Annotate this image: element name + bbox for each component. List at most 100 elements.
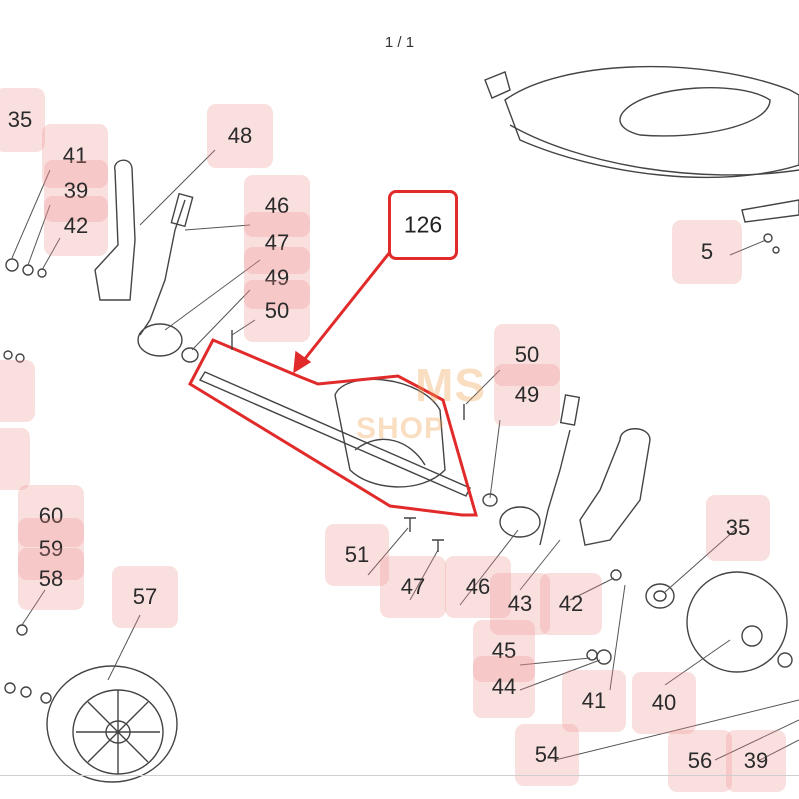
leader-44 xyxy=(519,659,601,691)
watermark-logo: MS xyxy=(415,359,486,411)
part-callout: 47 xyxy=(244,212,310,274)
left-lever-arm xyxy=(139,199,186,336)
leader-42-left xyxy=(41,237,61,271)
cover-plate-inner xyxy=(619,87,771,137)
watermark-logo-line2: SHOP xyxy=(356,412,446,445)
leader-41-left xyxy=(11,169,51,259)
screw-5 xyxy=(763,233,773,243)
part-callout: 41 xyxy=(562,670,626,732)
left-nut-4 xyxy=(3,350,13,360)
left-lever-grip xyxy=(170,192,194,228)
part-callout: 40 xyxy=(632,672,696,734)
gearbox-detail xyxy=(354,438,426,466)
part-callout: 54 xyxy=(515,724,579,786)
leader-46-right xyxy=(459,529,519,606)
leader-58 xyxy=(21,589,46,626)
cover-plate-edge xyxy=(509,124,799,176)
leader-41-right xyxy=(609,584,626,691)
leader-5 xyxy=(729,239,767,256)
part-callout: 43 xyxy=(490,573,550,635)
washer-44 xyxy=(586,649,598,661)
right-lever-grip xyxy=(559,394,581,426)
nut-bottom-1 xyxy=(4,682,16,694)
pointer-arrow-line xyxy=(298,251,392,366)
leader-48 xyxy=(139,149,216,226)
left-handle-lever xyxy=(94,159,136,301)
highlight-outline xyxy=(188,338,478,517)
left-nut-3 xyxy=(37,268,47,278)
drive-shaft xyxy=(198,371,471,497)
part-callout: 49 xyxy=(494,364,560,426)
part-callout: 42 xyxy=(44,196,108,256)
left-nut-5 xyxy=(15,353,25,363)
left-nut-1 xyxy=(5,258,19,272)
leader-57 xyxy=(107,614,141,681)
bearing-35-inner xyxy=(653,590,667,602)
part-callout: 45 xyxy=(473,620,535,682)
leader-50-left xyxy=(231,319,256,336)
leader-43 xyxy=(519,539,561,591)
leader-54 xyxy=(554,699,799,761)
cover-bracket xyxy=(741,199,799,223)
leader-49-right xyxy=(489,419,501,499)
part-callout: 60 xyxy=(18,485,84,547)
left-nut-2 xyxy=(22,264,34,276)
part-callout: 39 xyxy=(44,160,108,222)
part-callout: 51 xyxy=(325,524,389,586)
part-callout-partial xyxy=(0,360,35,422)
right-washer xyxy=(499,506,541,538)
part-callout: 41 xyxy=(42,124,108,188)
leader-51 xyxy=(367,527,409,576)
part-callout: 59 xyxy=(18,518,84,580)
part-callout: 48 xyxy=(207,104,273,168)
leader-35-right xyxy=(664,529,736,593)
part-callout: 44 xyxy=(473,656,535,718)
leader-47-right xyxy=(409,549,439,601)
leader-46-left xyxy=(184,224,251,231)
highlighted-part-number: 126 xyxy=(403,211,443,238)
part-callout: 5 xyxy=(672,220,742,284)
right-washer-small xyxy=(482,493,498,507)
part-callout: 57 xyxy=(112,566,178,628)
left-washer xyxy=(137,323,183,357)
right-handle-lever xyxy=(579,428,651,546)
screw-5b xyxy=(772,246,780,254)
part-callout: 50 xyxy=(244,280,310,342)
hub-cap-disc xyxy=(686,571,788,673)
leader-47-left xyxy=(164,259,261,331)
part-callout: 47 xyxy=(380,556,446,618)
part-callout: 35 xyxy=(706,495,770,561)
bearing-35 xyxy=(645,583,675,609)
part-callout: 42 xyxy=(540,573,602,635)
left-wheel-tire xyxy=(46,665,178,783)
leader-39-left xyxy=(27,204,51,266)
pointer-arrow-head xyxy=(293,350,312,374)
hub-cap-hole xyxy=(777,652,793,668)
part-callout: 39 xyxy=(726,730,786,792)
hub-cap-center xyxy=(741,625,763,647)
right-lever-arm xyxy=(539,429,571,546)
nut-bottom-2 xyxy=(20,686,32,698)
nut-bottom-3 xyxy=(40,692,52,704)
cover-clip xyxy=(484,71,511,99)
part-callout: 46 xyxy=(445,556,511,618)
left-wheel-spokes xyxy=(76,690,160,774)
screw-58 xyxy=(16,624,28,636)
leader-50-right xyxy=(465,369,501,405)
highlighted-part-callout: 126 xyxy=(388,190,458,260)
leader-42-right xyxy=(569,577,615,601)
leader-45 xyxy=(519,657,591,666)
screw-51 xyxy=(404,517,416,532)
part-callout: 49 xyxy=(244,247,310,309)
cover-plate xyxy=(504,65,799,179)
part-callout: 46 xyxy=(244,175,310,237)
leader-40 xyxy=(664,639,731,686)
part-callout: 50 xyxy=(494,324,560,386)
leader-56 xyxy=(714,719,799,761)
part-callout-partial xyxy=(0,428,30,490)
leader-49-left xyxy=(191,289,251,351)
part-callout: 56 xyxy=(668,730,732,792)
part-callout: 35 xyxy=(0,88,45,152)
